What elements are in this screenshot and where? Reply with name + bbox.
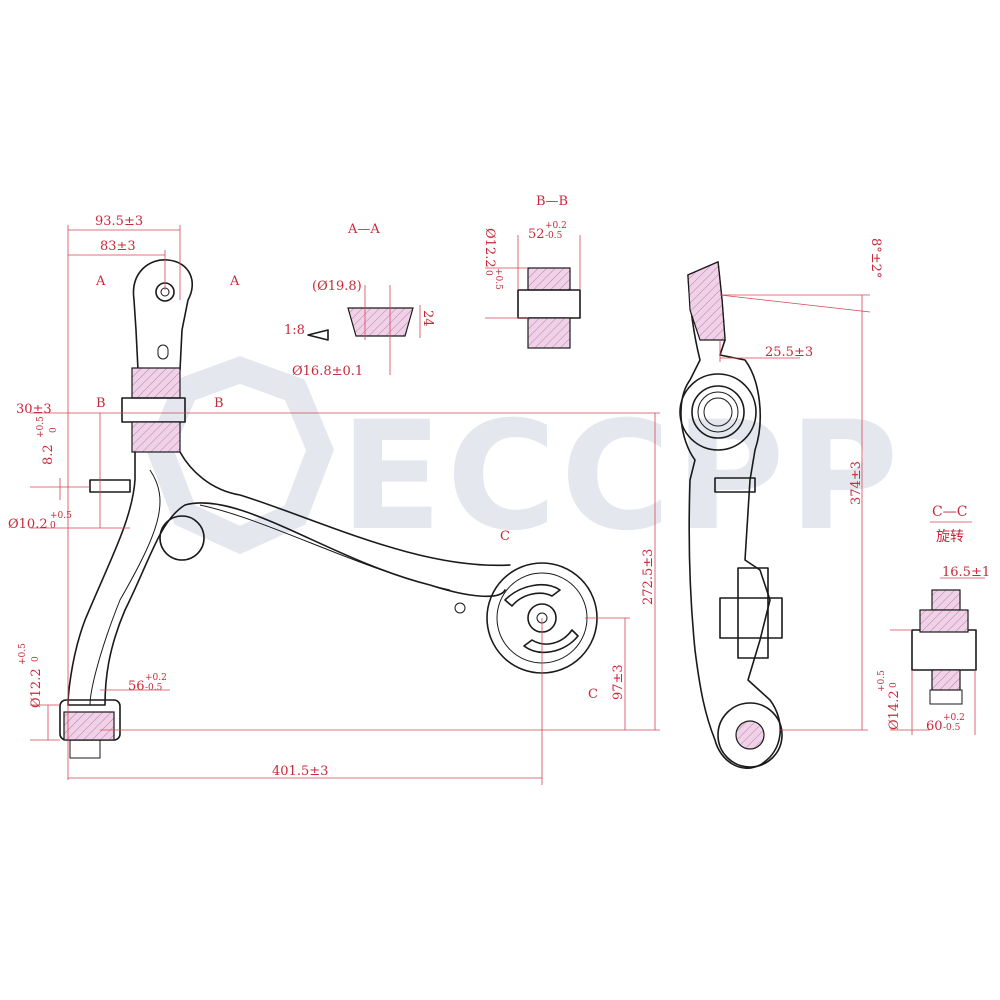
dim-56-tol-hi: +0.2 — [145, 673, 167, 683]
dim-8-2-tol-lo: 0 — [49, 427, 59, 433]
section-c-c — [890, 589, 977, 735]
dim-14-2-tol-hi: +0.5 — [877, 670, 887, 692]
watermark: ECCPP — [145, 356, 903, 564]
section-title-b-b: B—B — [536, 194, 568, 209]
dim-12-2-bb: Ø12.2 — [482, 228, 497, 268]
dim-52-tol-hi: +0.2 — [545, 221, 567, 231]
dimension-lines — [30, 225, 985, 785]
dim-8-deg: 8°±2° — [868, 238, 883, 278]
section-a-a — [307, 285, 421, 375]
dim-12-2-bb-tol-lo: 0 — [483, 270, 493, 276]
dim-60-tol-hi: +0.2 — [943, 713, 965, 723]
section-title-a-a: A—A — [347, 222, 380, 237]
dim-10-2-tol-lo: 0 — [50, 521, 56, 531]
dim-97: 97±3 — [611, 664, 626, 700]
dim-14-2: Ø14.2 — [887, 690, 902, 730]
dim-10-2-tol-hi: +0.5 — [50, 511, 72, 521]
dim-56: 56 — [128, 679, 145, 694]
dim-60: 60 — [926, 719, 943, 734]
dim-12-2-left-tol-lo: 0 — [31, 656, 41, 662]
section-b-b — [485, 235, 581, 349]
dim-56-tol-lo: -0.5 — [145, 683, 163, 693]
watermark-text: ECCPP — [340, 390, 903, 564]
dim-93-5: 93.5±3 — [95, 214, 143, 229]
section-title-c-c: C—C — [932, 504, 967, 520]
dim-8-2: 8.2 — [41, 444, 56, 465]
dim-24: 24 — [420, 310, 435, 327]
dim-10-2: Ø10.2 — [8, 517, 48, 532]
dim-12-2-left-tol-hi: +0.5 — [18, 643, 28, 665]
dim-60-tol-lo: -0.5 — [943, 723, 961, 733]
dim-374: 374±3 — [849, 461, 864, 505]
section-mark-a-left: A — [95, 274, 106, 289]
dim-16-8: Ø16.8±0.1 — [292, 364, 363, 379]
dim-8-2-tol-hi: +0.5 — [36, 416, 46, 438]
section-note-rotate: 旋转 — [936, 529, 964, 545]
dim-19-8: (Ø19.8) — [312, 279, 362, 294]
dim-52: 52 — [528, 227, 545, 242]
dim-1-8: 1:8 — [284, 323, 305, 338]
dim-16-5: 16.5±1 — [942, 565, 990, 580]
dim-83: 83±3 — [100, 239, 136, 254]
dim-30: 30±3 — [16, 402, 52, 417]
section-mark-b-left: B — [96, 396, 106, 411]
dim-52-tol-lo: -0.5 — [545, 231, 563, 241]
section-mark-b-right: B — [214, 396, 224, 411]
control-arm-side-view — [679, 261, 783, 769]
dim-12-2-bb-tol-hi: +0.5 — [493, 268, 503, 290]
dim-25-5: 25.5±3 — [765, 345, 813, 360]
dim-14-2-tol-lo: 0 — [889, 682, 899, 688]
section-mark-a-right: A — [229, 274, 240, 289]
dim-12-2-left: Ø12.2 — [29, 668, 44, 708]
section-mark-c-top: C — [500, 529, 510, 544]
dim-272-5: 272.5±3 — [641, 549, 656, 605]
section-mark-c-bottom: C — [588, 687, 598, 702]
dim-401-5: 401.5±3 — [272, 764, 328, 779]
